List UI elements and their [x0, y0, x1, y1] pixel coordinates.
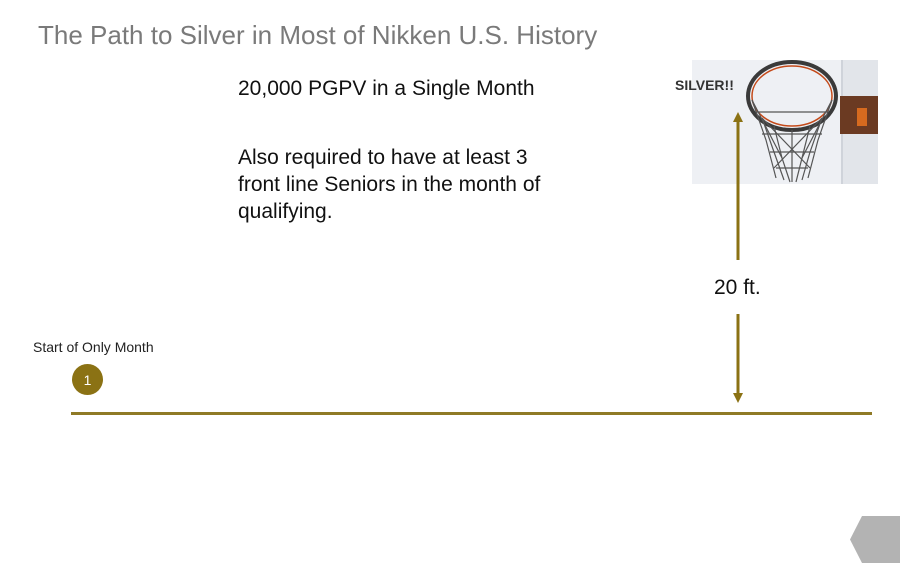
start-label: Start of Only Month [33, 339, 154, 355]
arrow-down-icon [733, 314, 743, 403]
height-label: 20 ft. [714, 276, 761, 299]
headline: 20,000 PGPV in a Single Month [238, 77, 535, 100]
basketball-hoop-icon [692, 60, 878, 184]
slide-title: The Path to Silver in Most of Nikken U.S… [38, 20, 598, 50]
next-slide-icon[interactable] [850, 516, 900, 563]
timeline-line [71, 412, 872, 415]
goal-label: SILVER!! [675, 77, 734, 93]
step-marker: 1 [72, 364, 103, 395]
requirement-text: Also required to have at least 3 front l… [238, 146, 541, 223]
arrow-up-icon [733, 112, 743, 260]
